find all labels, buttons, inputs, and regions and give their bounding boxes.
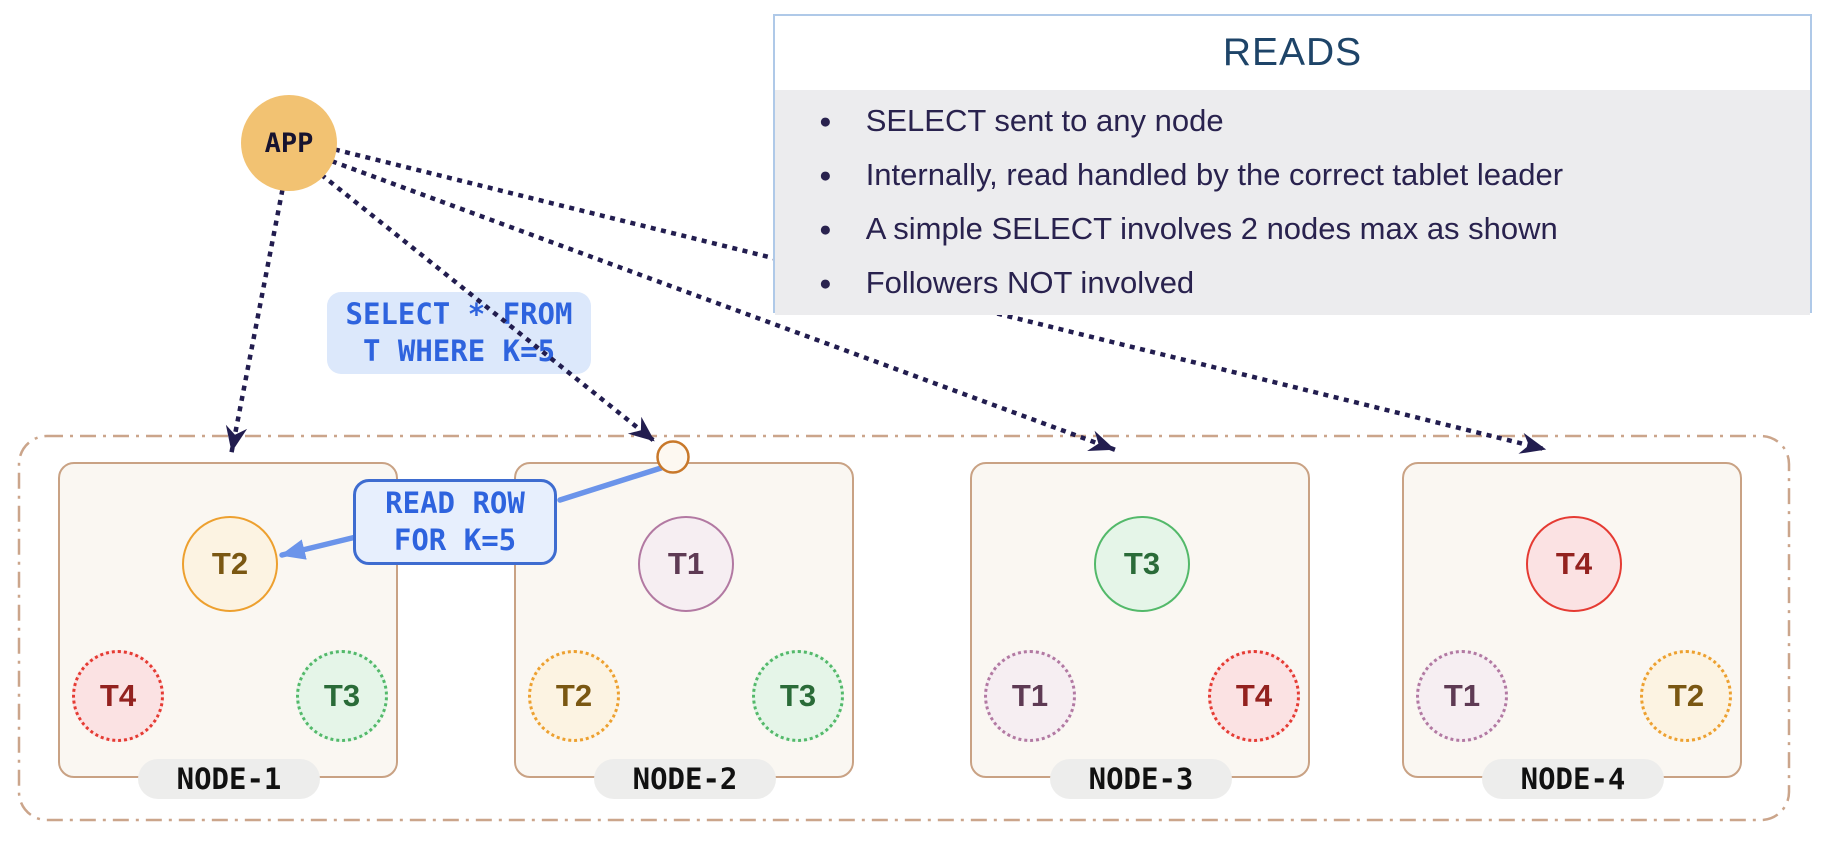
node-box-3: T3 T1 T4 NODE-3 <box>970 462 1310 799</box>
tablet-label: T2 <box>211 546 249 581</box>
tablet-label: T1 <box>667 546 705 581</box>
tablet-label: T1 <box>1011 678 1049 713</box>
node-name-badge: NODE-2 <box>594 759 776 799</box>
tablet-follower-circle: T4 <box>1208 650 1300 742</box>
tablet-leader-circle: T1 <box>638 516 734 612</box>
tablet-leader-circle: T2 <box>182 516 278 612</box>
node-name-badge: NODE-4 <box>1482 759 1664 799</box>
tablet-leader-circle: T3 <box>1094 516 1190 612</box>
tablet-follower-circle: T1 <box>1416 650 1508 742</box>
node-box-1: T2 T4 T3 NODE-1 <box>58 462 398 799</box>
node-name-badge: NODE-1 <box>138 759 320 799</box>
read-row-label: READ ROW FOR K=5 <box>353 479 557 565</box>
tablet-follower-circle: T3 <box>752 650 844 742</box>
app-to-node1-arrow <box>225 189 285 453</box>
tablet-follower-circle: T4 <box>72 650 164 742</box>
tablet-label: T4 <box>99 678 137 713</box>
tablet-label: T4 <box>1555 546 1593 581</box>
tablet-label: T3 <box>323 678 361 713</box>
tablet-label: T3 <box>779 678 817 713</box>
tablet-follower-circle: T2 <box>528 650 620 742</box>
node-box-2: T1 T2 T3 NODE-2 <box>514 462 854 799</box>
reads-bullet-item: Internally, read handled by the correct … <box>775 148 1810 202</box>
tablet-label: T1 <box>1443 678 1481 713</box>
read-row-line1: READ ROW <box>385 486 525 520</box>
tablet-label: T3 <box>1123 546 1161 581</box>
app-label: APP <box>264 127 314 159</box>
node-box-4: T4 T1 T2 NODE-4 <box>1402 462 1742 799</box>
tablet-label: T2 <box>555 678 593 713</box>
reads-panel-body: SELECT sent to any node Internally, read… <box>775 90 1810 315</box>
tablet-follower-circle: T2 <box>1640 650 1732 742</box>
select-query-line2: T WHERE K=5 <box>362 334 556 368</box>
reads-bullet-item: A simple SELECT involves 2 nodes max as … <box>775 202 1810 256</box>
tablet-follower-circle: T3 <box>296 650 388 742</box>
reads-panel-title: READS <box>775 16 1810 90</box>
read-row-line2: FOR K=5 <box>393 523 517 557</box>
reads-bullet-item: Followers NOT involved <box>775 256 1810 310</box>
reads-bullet-item: SELECT sent to any node <box>775 94 1810 148</box>
tablet-label: T2 <box>1667 678 1705 713</box>
reads-bullet-list: SELECT sent to any node Internally, read… <box>775 94 1810 310</box>
select-query-line1: SELECT * FROM <box>345 297 573 331</box>
reads-info-panel: READS SELECT sent to any node Internally… <box>773 14 1812 315</box>
tablet-follower-circle: T1 <box>984 650 1076 742</box>
node-name-badge: NODE-3 <box>1050 759 1232 799</box>
tablet-leader-circle: T4 <box>1526 516 1622 612</box>
app-client-circle: APP <box>241 95 337 191</box>
tablet-label: T4 <box>1235 678 1273 713</box>
select-query-label: SELECT * FROM T WHERE K=5 <box>327 292 591 374</box>
